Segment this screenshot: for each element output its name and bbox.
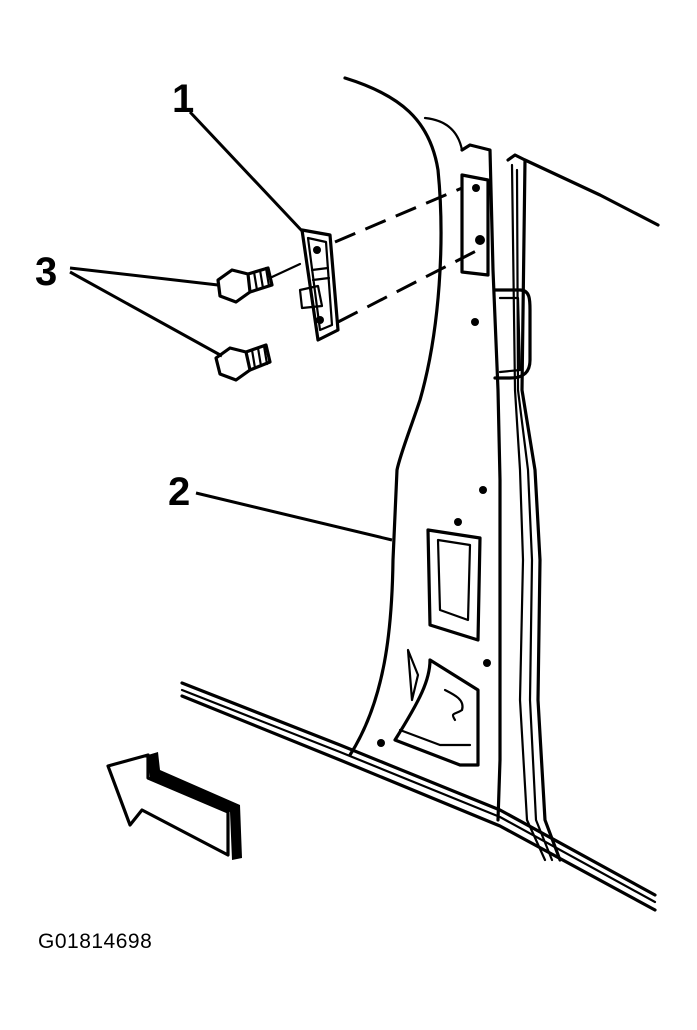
callout-3: 3 <box>35 250 57 294</box>
bolt-icon <box>214 343 272 382</box>
alignment-lines <box>334 186 479 324</box>
body-pillar <box>343 76 660 862</box>
rocker-panel <box>180 681 657 912</box>
leader-lines <box>69 110 393 542</box>
figure-id: G01814698 <box>38 930 153 953</box>
callout-2: 2 <box>168 470 190 514</box>
bolt-icon <box>216 262 302 304</box>
forward-arrow-icon <box>106 752 242 860</box>
bracket <box>298 228 340 342</box>
callout-1: 1 <box>172 77 194 121</box>
